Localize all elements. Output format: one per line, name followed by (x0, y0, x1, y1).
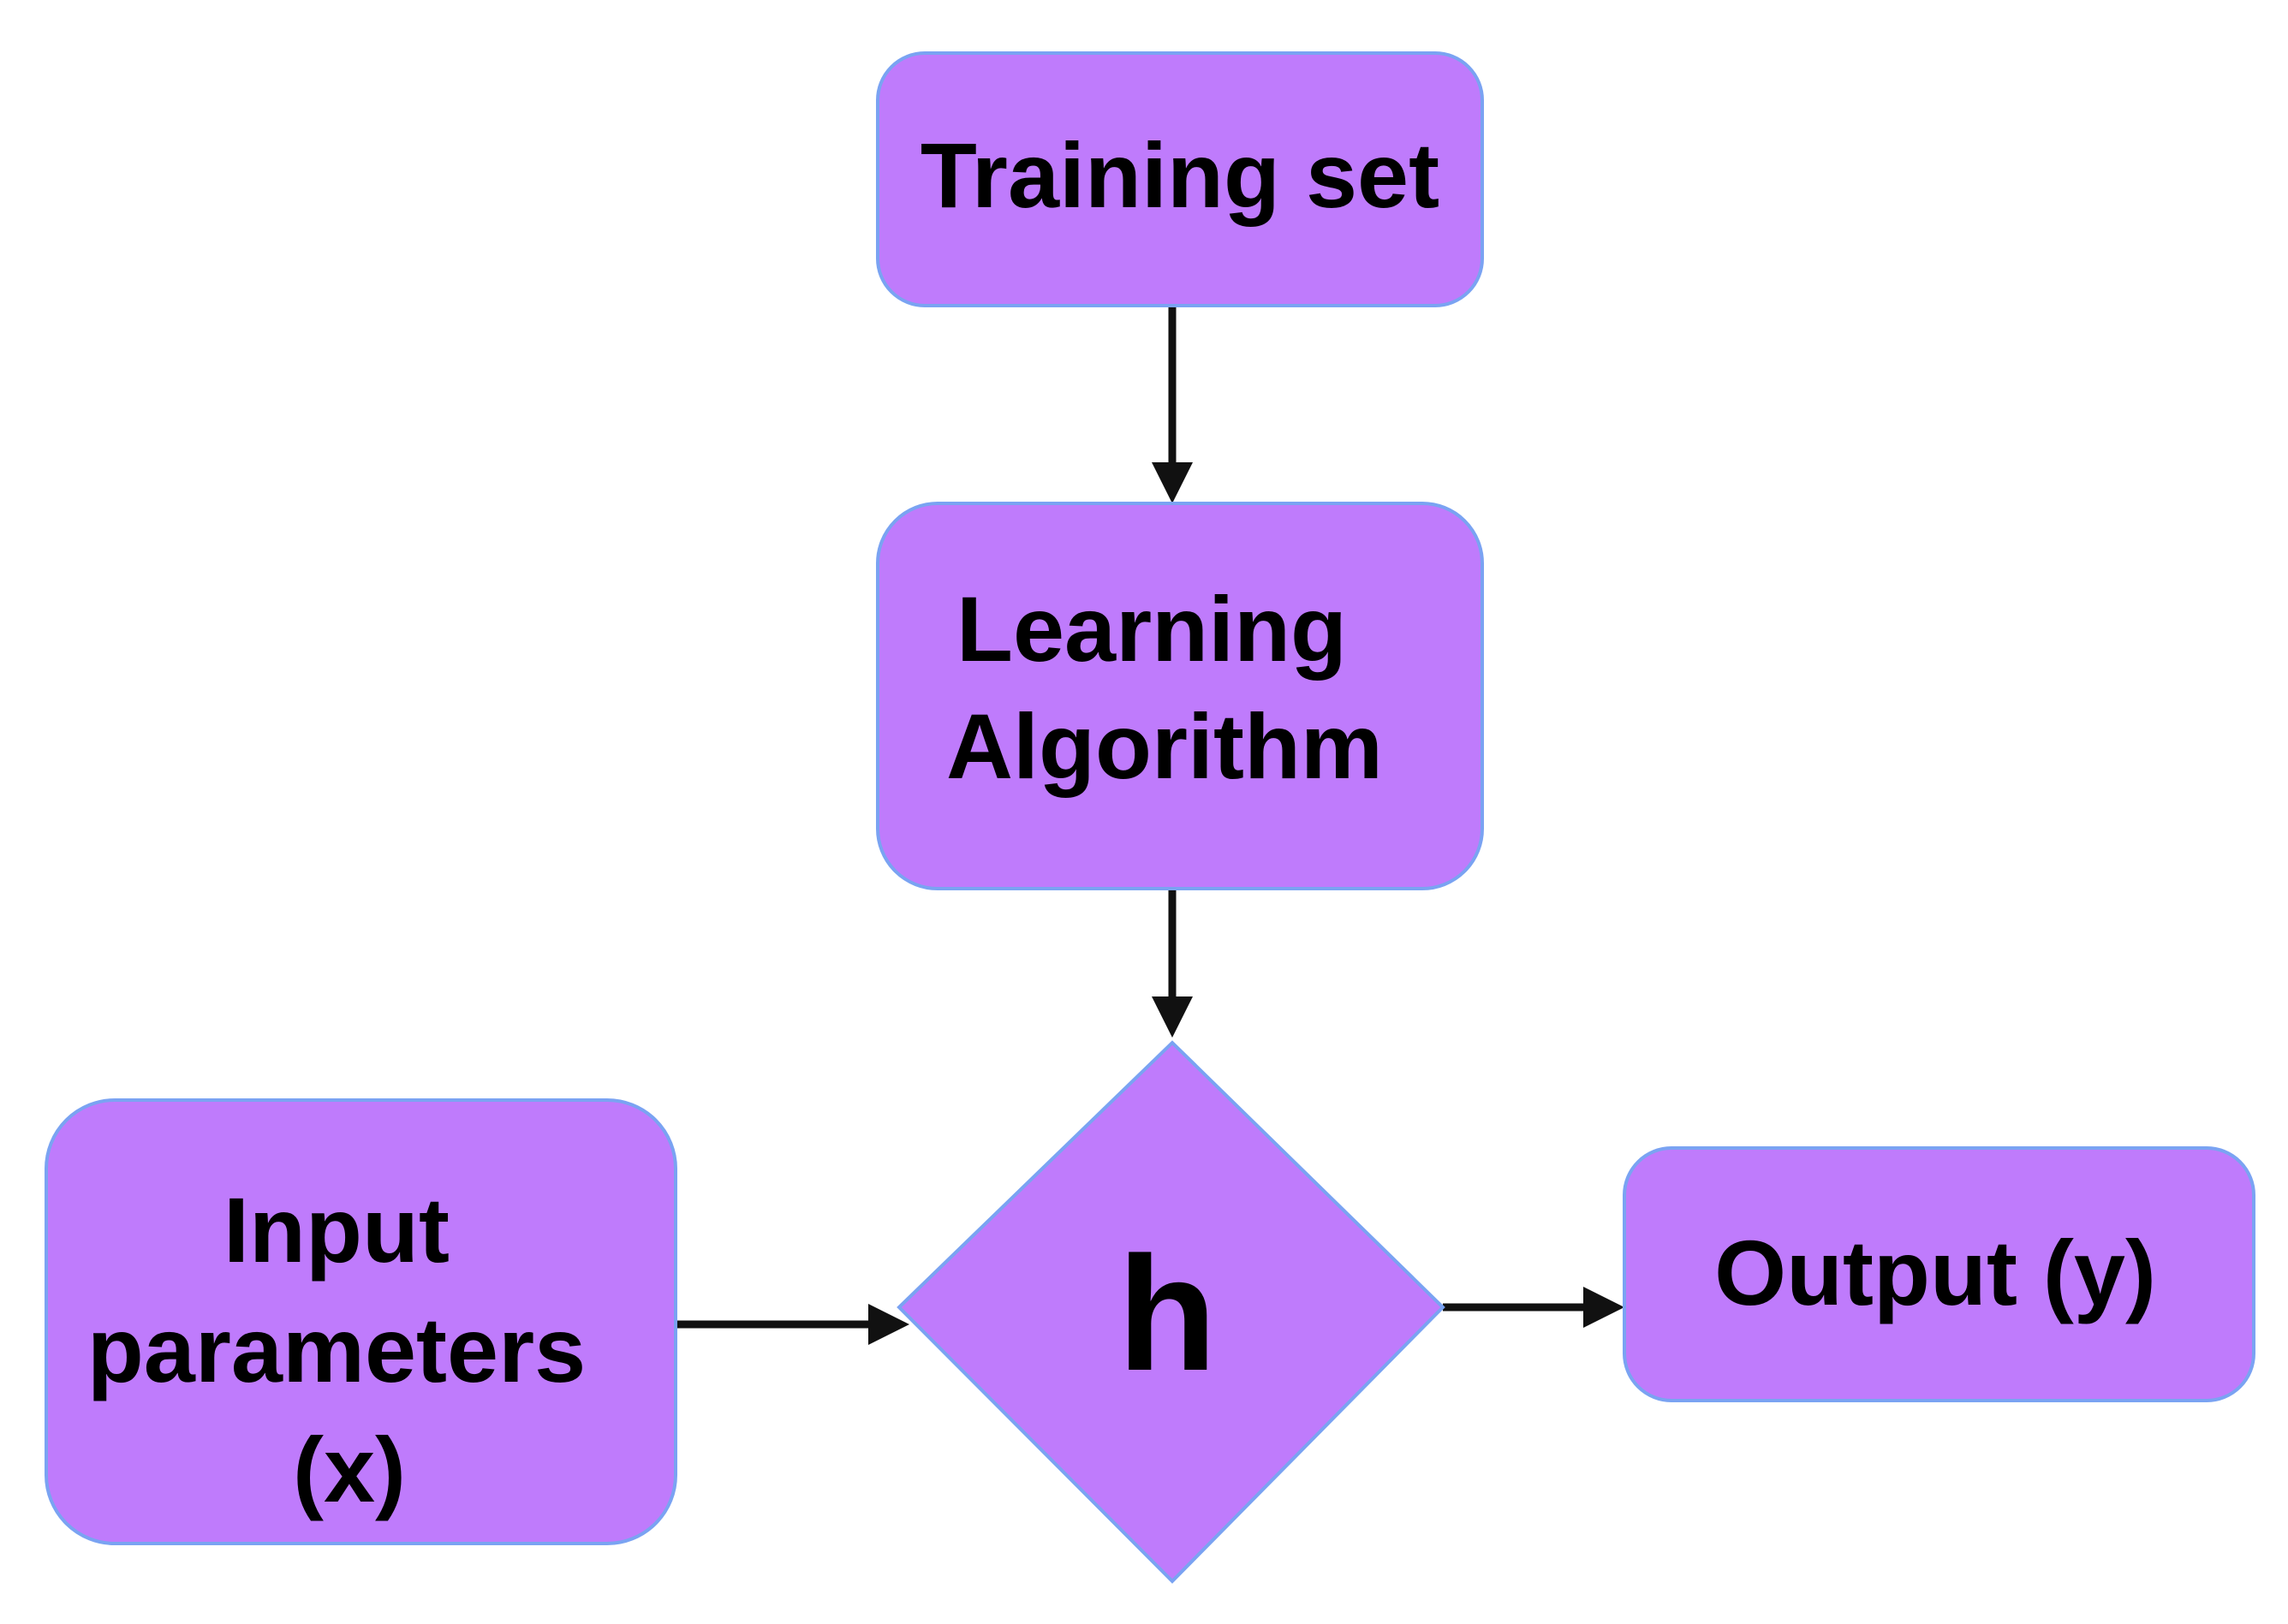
node-input-parameters: Input parameters (x) (45, 1098, 677, 1545)
edge-h-to-output (1443, 1287, 1624, 1328)
output-label: Output (y) (1714, 1221, 2156, 1324)
edge-input-to-h (676, 1304, 909, 1345)
learning-algorithm-label-line-2: Algorithm (946, 694, 1383, 798)
input-parameters-label-line-1: Input (223, 1178, 450, 1282)
svg-text:Learning Algorithm: Learning Algorithm (946, 577, 1383, 798)
learning-algorithm-label-line-1: Learning (956, 577, 1347, 681)
edge-learning-to-h (1152, 889, 1193, 1038)
node-training-set: Training set (876, 51, 1484, 307)
svg-text:h: h (1117, 1223, 1217, 1405)
input-parameters-label-line-2: parameters (87, 1298, 586, 1401)
training-set-label: Training set (921, 123, 1439, 227)
svg-text:Training set: Training set (921, 123, 1439, 227)
hypothesis-label: h (1117, 1223, 1217, 1405)
svg-text:Output (y): Output (y) (1714, 1221, 2156, 1324)
edge-training-to-learning (1152, 306, 1193, 503)
node-learning-algorithm: Learning Algorithm (876, 502, 1484, 890)
node-output: Output (y) (1623, 1146, 2255, 1402)
svg-text:Input parameters (: Input parameters (x) (87, 1178, 611, 1521)
input-parameters-label-line-3: (x) (293, 1418, 406, 1521)
node-hypothesis: h (897, 1040, 1445, 1584)
